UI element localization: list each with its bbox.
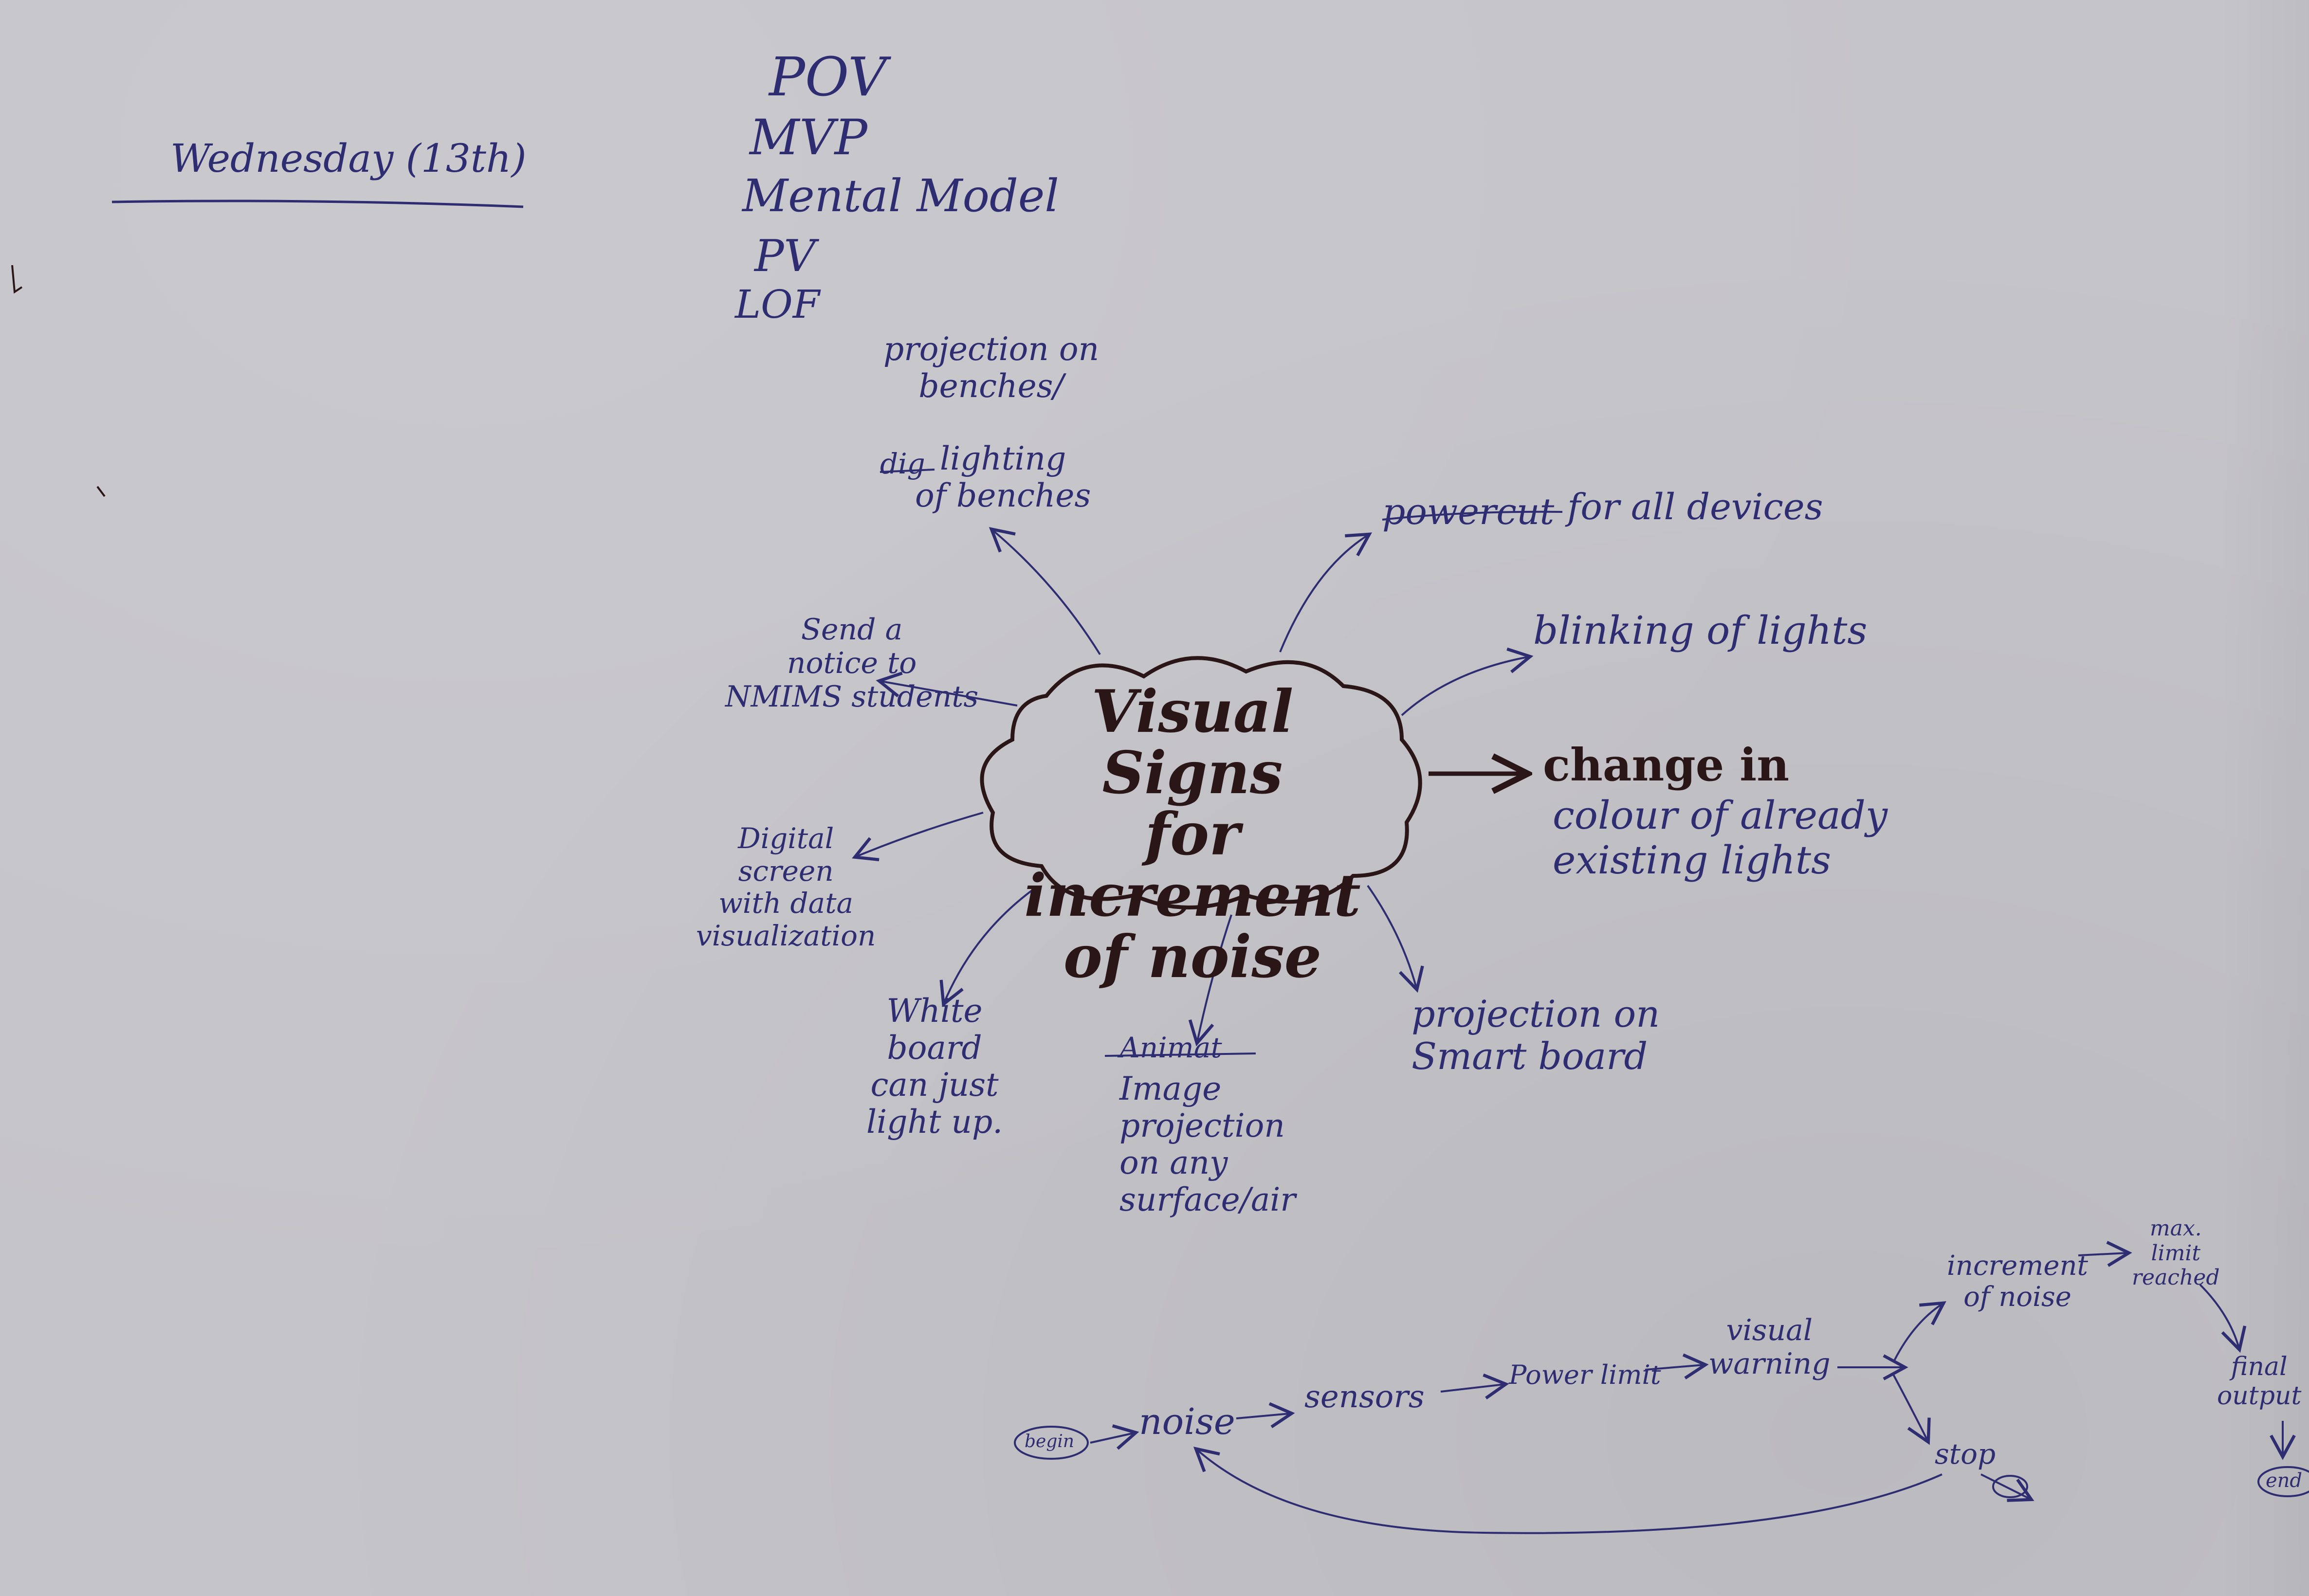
begin-circle (1014, 1426, 1089, 1460)
branch-struck-animat: Animat (1119, 1031, 1222, 1064)
branch-power-cut-devices: for all devices (1567, 486, 1823, 528)
flow-arrow-noise-sensors (1236, 1402, 1295, 1429)
branch-change-title: change in (1543, 739, 1790, 791)
power-cut-strike (1382, 510, 1563, 521)
branch-power-cut-struck: powercut (1382, 491, 1555, 533)
arrow-image (1188, 914, 1232, 1047)
arrow-power-cut (1279, 532, 1373, 653)
acronym-pov: POV (769, 46, 887, 108)
arrow-blinking (1401, 647, 1534, 716)
flow-arrow-begin-noise (1090, 1424, 1139, 1450)
branch-blinking-lights: blinking of lights (1533, 608, 1868, 653)
flow-end: end (2266, 1469, 2303, 1492)
flow-noise: noise (1139, 1401, 1235, 1443)
stray-mark (96, 486, 106, 497)
animat-strike (1104, 1052, 1256, 1057)
acronym-mvp: MVP (750, 109, 867, 166)
branch-struck-dig: dig (880, 447, 925, 480)
branch-white-board: White board can just light up. (866, 992, 1003, 1141)
flow-increment-noise: increment of noise (1947, 1250, 2089, 1313)
flow-arrow-to-increment (1892, 1301, 1946, 1363)
flow-arrow-sensors-power (1440, 1373, 1509, 1400)
flow-loop-back (1193, 1446, 1942, 1534)
end-circle (2257, 1466, 2309, 1497)
flow-arrow-increment-max (2078, 1241, 2132, 1267)
flow-power-limit: Power limit (1509, 1360, 1661, 1390)
branch-send-notice: Send a notice to NMIMS students (725, 613, 979, 714)
branch-change-colour: colour of already existing lights (1553, 793, 1888, 883)
branch-digital-screen: Digital screen with data visualization (696, 822, 876, 953)
arrow-notice (876, 671, 1018, 707)
branch-projection-benches: projection on benches/ (883, 330, 1100, 405)
arrow-benches (989, 527, 1101, 655)
stop-circle (1992, 1475, 2028, 1498)
arrow-digital (852, 812, 984, 861)
center-cloud (980, 656, 1422, 909)
flow-arrow-to-stop (1892, 1374, 1931, 1445)
center-topic: Visual Signs for increment of noise (1024, 677, 1361, 991)
flow-stop: stop (1935, 1437, 1996, 1470)
date-underline (111, 200, 524, 208)
flow-final-output: final output (2217, 1352, 2302, 1411)
dig-strike (880, 469, 935, 473)
date-heading: Wednesday (13th) (170, 136, 527, 181)
arrow-smartboard (1367, 885, 1424, 993)
flow-visual-warning: visual warning (1708, 1313, 1831, 1381)
branch-image-projection: Image projection on any surface/air (1119, 1070, 1296, 1218)
acronym-mental-model: Mental Model (742, 170, 1059, 222)
flow-max-limit: max. limit reached (2132, 1216, 2220, 1290)
flow-begin: begin (1025, 1432, 1075, 1451)
flow-sensors: sensors (1304, 1379, 1425, 1415)
left-tick-mark (11, 265, 23, 294)
arrow-whiteboard (939, 889, 1033, 1007)
acronym-lof: LOF (735, 282, 820, 327)
flow-arrow-max-final (2199, 1284, 2247, 1353)
branch-smart-board: projection on Smart board (1411, 992, 1660, 1078)
acronym-pv: PV (754, 231, 816, 282)
flow-arrow-power-warning (1645, 1353, 1709, 1379)
branch-lighting-benches: lighting of benches (915, 440, 1091, 514)
